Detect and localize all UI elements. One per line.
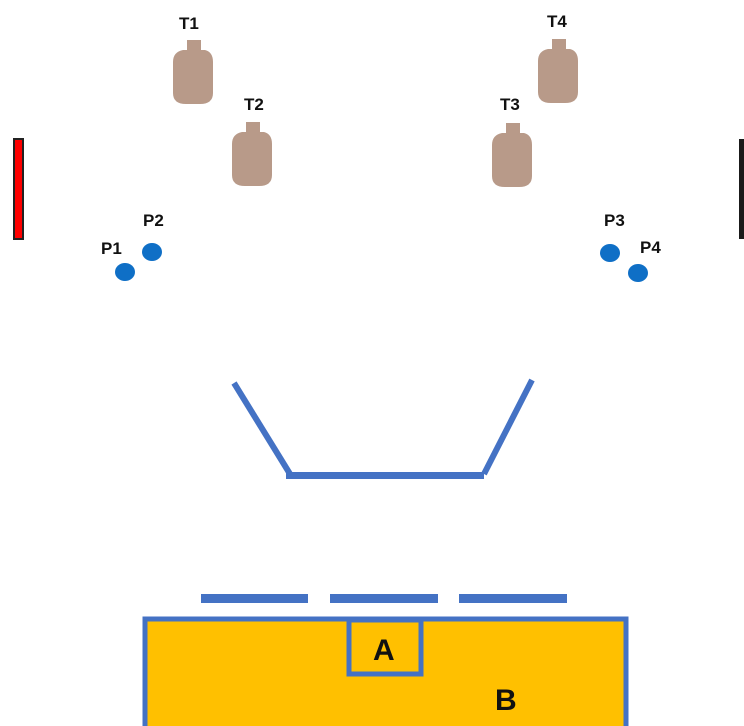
target-label: T1 <box>179 14 199 33</box>
target-label: T4 <box>547 12 567 31</box>
zone-a-label: A <box>373 634 395 667</box>
target-silhouette-icon <box>173 40 213 104</box>
player-dot-icon <box>115 263 135 281</box>
target-t4: T4 <box>538 12 578 103</box>
target-label: T2 <box>244 95 264 114</box>
right-dark-marker <box>739 139 744 239</box>
target-silhouette-icon <box>538 39 578 103</box>
target-silhouette-icon <box>232 122 272 186</box>
player-label: P4 <box>640 238 661 257</box>
target-t3: T3 <box>492 95 532 187</box>
target-t2: T2 <box>232 95 272 186</box>
bar-left <box>201 594 308 603</box>
player-p1: P1 <box>101 239 135 281</box>
player-p3: P3 <box>600 211 625 262</box>
player-label: P1 <box>101 239 122 258</box>
barrier-bottom-wall <box>286 472 484 479</box>
zone-a-area <box>346 617 424 677</box>
barrier-left-wall <box>231 381 293 476</box>
player-dot-icon <box>600 244 620 262</box>
player-p2: P2 <box>142 211 164 261</box>
trapezoid-barrier <box>231 378 535 479</box>
bar-right <box>459 594 567 603</box>
zone-a: A <box>346 617 424 677</box>
player-dot-icon <box>628 264 648 282</box>
left-red-marker <box>13 138 24 240</box>
target-silhouette-icon <box>492 123 532 187</box>
player-p4: P4 <box>628 238 661 282</box>
bar-middle <box>330 594 438 603</box>
zone-b-label: B <box>495 684 517 717</box>
player-label: P3 <box>604 211 625 230</box>
target-t1: T1 <box>173 14 213 104</box>
player-label: P2 <box>143 211 164 230</box>
target-label: T3 <box>500 95 520 114</box>
player-dot-icon <box>142 243 162 261</box>
barrier-right-wall <box>481 378 535 476</box>
